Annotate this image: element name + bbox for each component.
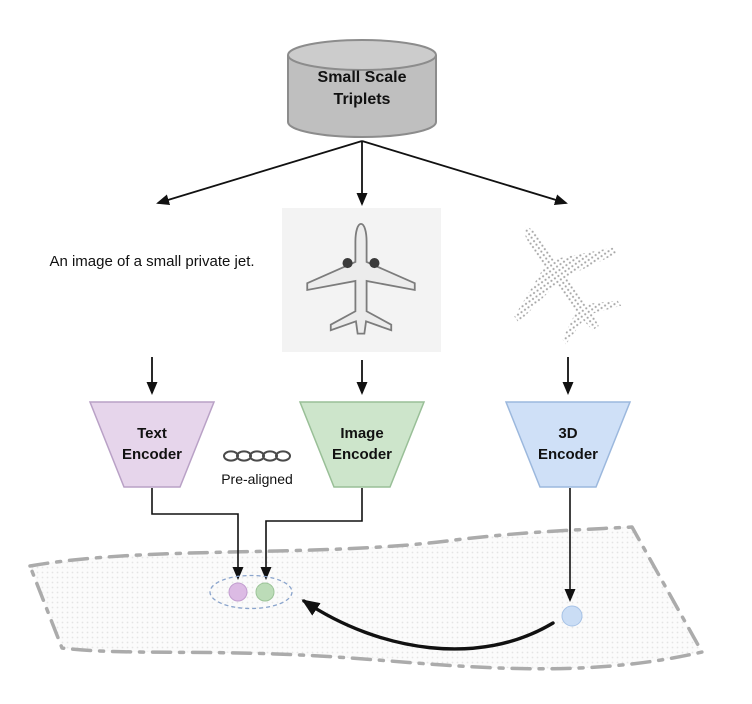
airplane-image	[282, 208, 441, 352]
prealigned-label: Pre-aligned	[221, 471, 293, 487]
image-encoder-label-line2: Encoder	[331, 446, 392, 463]
encoder-input-arrows	[146, 357, 574, 395]
image-encoder-label: Image Encoder	[307, 423, 417, 465]
text-encoder-label: Text Encoder	[97, 423, 207, 465]
text-projection-line	[151, 488, 244, 580]
arrow-to-pointcloud	[361, 140, 568, 206]
text-encoder-shape	[88, 401, 216, 488]
three-d-encoder-label-line1: 3D	[558, 425, 578, 442]
fanout-arrows	[156, 140, 568, 206]
embedding-space-surface	[28, 525, 704, 671]
image-encoder-label-line1: Image	[340, 425, 384, 442]
three-d-encoder-label: 3D Encoder	[513, 423, 623, 465]
pointcloud-airplane	[476, 193, 645, 363]
image-embedding-point	[255, 582, 275, 602]
aligned-cluster-ellipse	[209, 574, 293, 610]
image-projection-line	[260, 488, 363, 580]
three-d-encoder-shape	[504, 401, 632, 488]
database-label: Small Scale Triplets	[287, 67, 437, 111]
database-label-line2: Triplets	[333, 91, 391, 108]
chain-link-icon	[223, 450, 291, 462]
projection-connectors	[151, 488, 576, 602]
arrow-to-text	[156, 140, 363, 206]
text-embedding-point	[228, 582, 248, 602]
text-encoder-label-line2: Encoder	[121, 446, 182, 463]
text-encoder-label-line1: Text	[137, 425, 167, 442]
database-label-line1: Small Scale	[317, 69, 407, 86]
alignment-arrow	[301, 599, 555, 651]
three-d-encoder-label-line2: Encoder	[537, 446, 598, 463]
text-sample-caption: An image of a small private jet.	[49, 253, 255, 270]
image-encoder-shape	[298, 401, 426, 488]
three-d-embedding-point	[561, 605, 583, 627]
database-cylinder	[287, 39, 437, 138]
